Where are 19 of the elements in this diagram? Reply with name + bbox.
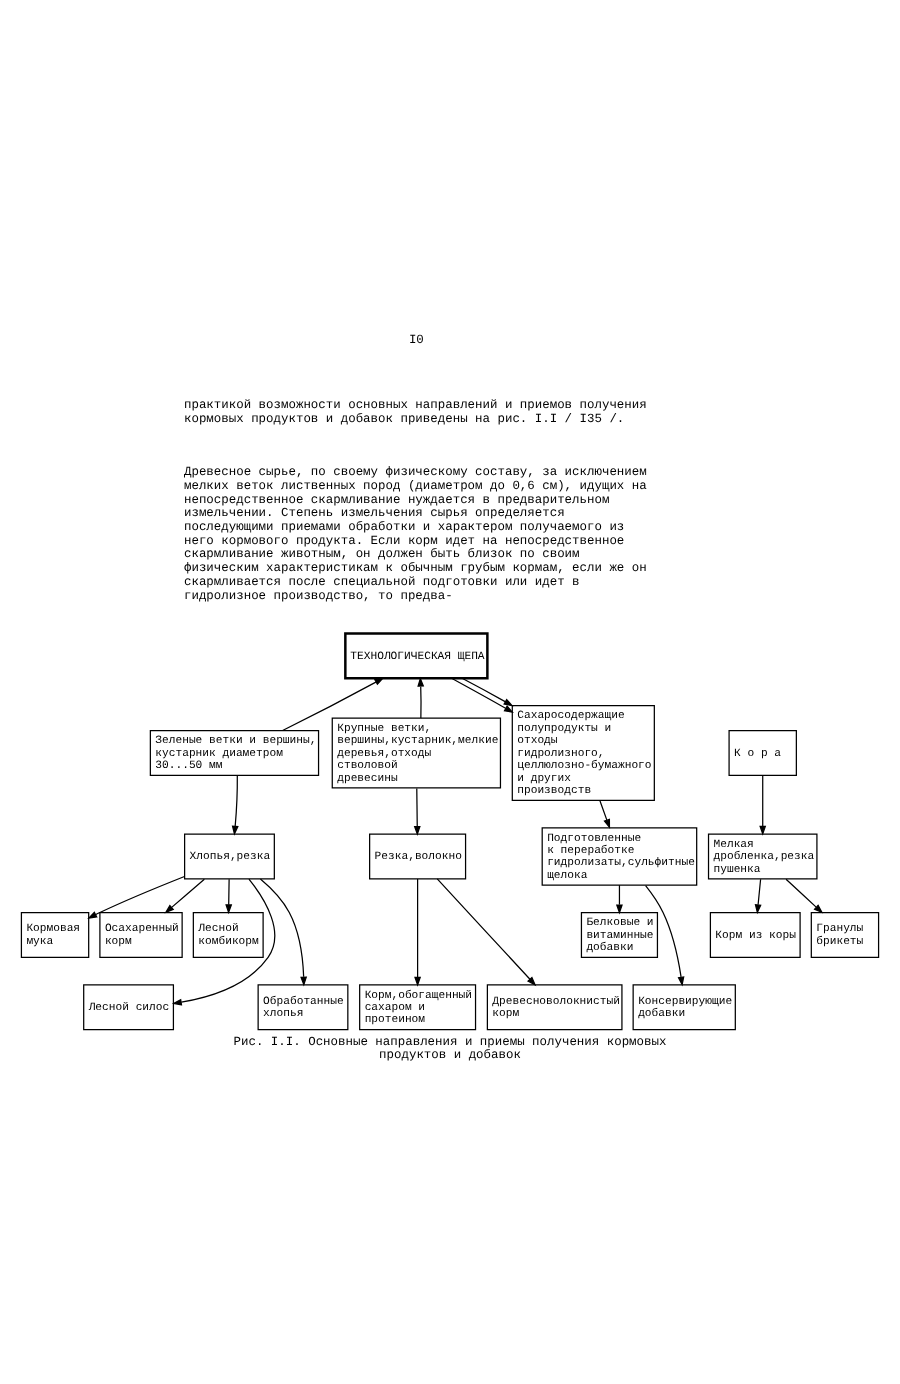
arrow <box>87 875 186 919</box>
arrow <box>759 775 767 836</box>
arrow <box>754 878 762 915</box>
arrow <box>414 878 422 987</box>
arrow <box>461 677 514 707</box>
arrow <box>599 800 611 830</box>
arrow <box>413 787 421 836</box>
arrow <box>231 775 239 836</box>
arrow <box>436 878 537 987</box>
arrow <box>451 677 514 714</box>
arrow <box>615 884 623 915</box>
arrow <box>645 885 685 987</box>
arrow <box>259 878 308 987</box>
arrow <box>171 878 276 1006</box>
arrow <box>417 676 425 719</box>
arrow <box>282 677 385 732</box>
arrow <box>225 878 233 915</box>
arrow <box>785 878 824 914</box>
arrow <box>164 878 205 914</box>
